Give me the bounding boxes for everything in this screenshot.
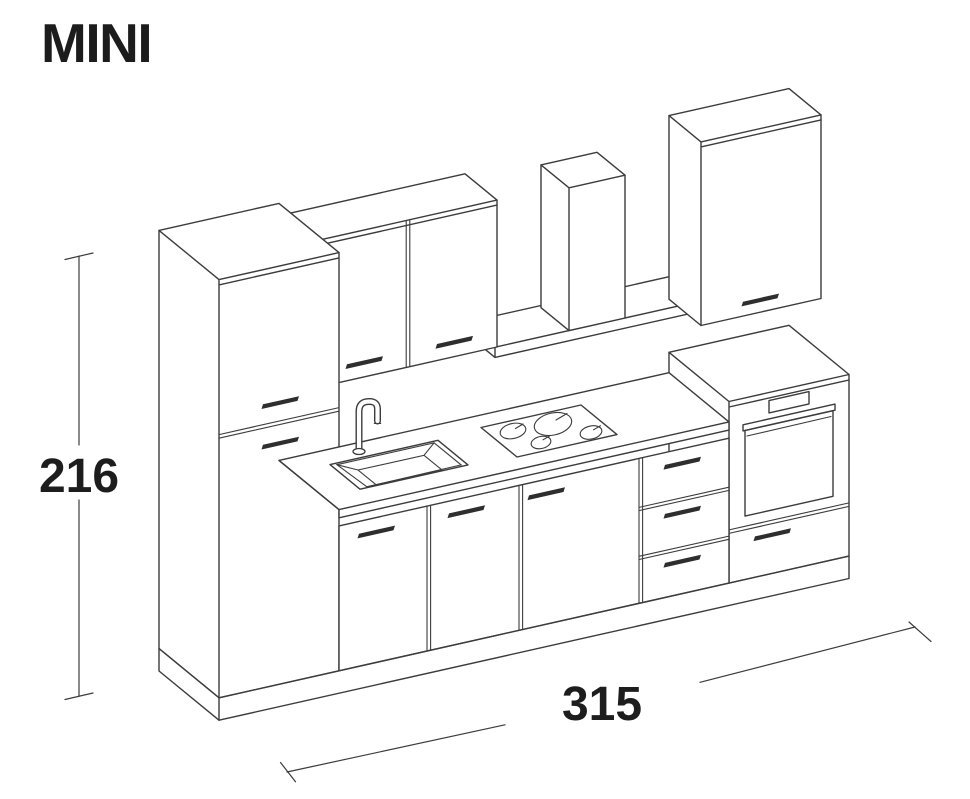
tall-cabinet (158, 202, 340, 699)
sink (329, 439, 469, 490)
dimension-width: 315 (279, 621, 932, 783)
oven-door-window-inner (746, 415, 832, 437)
wall-cabinet-left-edges (316, 199, 498, 247)
oven-lower-door-handle (753, 528, 791, 542)
cooktop-door-handle (527, 487, 565, 501)
sink-door-right-handle (447, 505, 485, 519)
dimension-height-ticks (64, 252, 94, 701)
wall-cabinet-right-handle (741, 293, 779, 307)
oven-lower-door-gap (728, 502, 850, 534)
dimension-height-label: 216 (39, 450, 119, 503)
burner-mid-left (499, 422, 527, 440)
drawer-unit-gap (638, 457, 644, 605)
dimension-width-ticks (279, 621, 932, 783)
page-title: MINI (41, 12, 151, 74)
drawer-handle-3 (663, 554, 701, 568)
drawer-handle-1 (663, 456, 701, 470)
faucet-base (352, 447, 366, 456)
sink-outer-rim (329, 439, 469, 490)
wall-cabinet-left-door-gap (405, 219, 411, 368)
oven-door-window (744, 410, 834, 517)
burner-right-small (579, 425, 603, 440)
plinth (158, 555, 850, 721)
wall-cabinet-right-edges (668, 114, 822, 327)
oven-handle-bar (742, 403, 836, 432)
faucet (352, 398, 382, 456)
worktop-front-edge (278, 421, 730, 511)
dimension-width-label: 315 (562, 678, 642, 731)
wall-cabinet-left-handle-2 (435, 335, 473, 349)
sink-basin-bottom (336, 442, 444, 488)
wall-cabinet-left-handle-1 (345, 356, 383, 369)
wall-cabinet-right (668, 87, 822, 327)
sink-door-gap (426, 504, 432, 652)
sink-inner-rim (335, 442, 463, 488)
oven-control-panel (768, 390, 810, 414)
burner-large (533, 411, 573, 437)
faucet-tube-fill (356, 399, 380, 454)
sink-door-left-handle (357, 525, 395, 539)
hood-edges (540, 164, 626, 332)
wall-cabinet-right-body (668, 87, 822, 327)
dimension-height: 216 (39, 252, 119, 701)
hood-body (540, 151, 626, 332)
burner-front-small (530, 435, 552, 450)
tall-cabinet-edges (158, 229, 340, 699)
dimension-width-line (286, 626, 916, 773)
drawer-handle-2 (663, 505, 701, 519)
tall-cabinet-lower-handle (261, 436, 299, 450)
plinth-front (218, 555, 850, 721)
cooktop-door-gap (518, 484, 524, 631)
tall-cabinet-door-gap (218, 407, 340, 439)
burner-ticks (514, 412, 602, 441)
cooker-hood (540, 151, 626, 332)
drawer-splits (638, 486, 730, 561)
tall-cabinet-upper-handle (261, 396, 299, 409)
cooktop-panel (480, 404, 618, 458)
cooktop (480, 404, 618, 458)
